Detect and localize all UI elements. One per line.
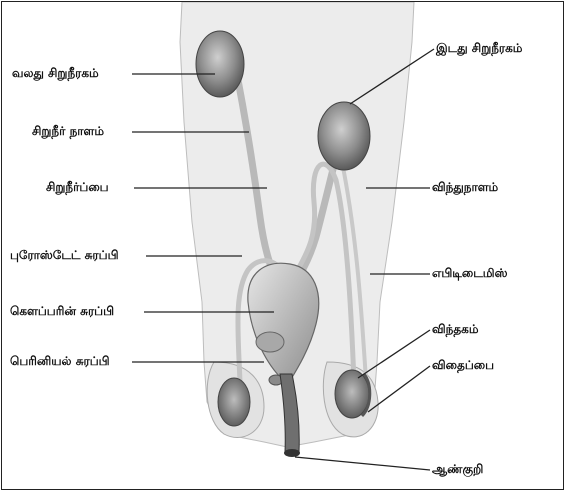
label-vas-deferens: விந்துநாளம் xyxy=(432,180,498,194)
label-prostate: புரோஸ்டேட் சுரப்பி xyxy=(10,248,119,262)
label-bladder: சிறுநீர்ப்பை xyxy=(46,180,109,194)
label-scrotum: விதைப்பை xyxy=(432,358,494,372)
label-epididymis: எபிடிடைமிஸ் xyxy=(432,266,507,280)
label-left-kidney: இடது சிறுநீரகம் xyxy=(436,41,522,55)
leader-scrotum xyxy=(368,366,430,412)
left-kidney-shape xyxy=(318,102,370,170)
prostate-shape xyxy=(256,332,284,352)
label-cowpers-gland: கௌப்பரின் சுரப்பி xyxy=(10,304,114,318)
label-right-kidney: வலது சிறுநீரகம் xyxy=(12,66,99,80)
label-penis: ஆண்குறி xyxy=(432,462,483,476)
testis-right-shape xyxy=(335,370,369,418)
label-perineal-gland: பெரினியல் சுரப்பி xyxy=(10,354,110,368)
testis-left-shape xyxy=(218,378,250,426)
label-ureter: சிறுநீர் நாளம் xyxy=(32,124,104,138)
leader-penis xyxy=(295,457,430,470)
right-kidney-shape xyxy=(196,31,244,97)
penis-tip xyxy=(284,449,300,457)
label-testis: விந்தகம் xyxy=(432,322,479,336)
